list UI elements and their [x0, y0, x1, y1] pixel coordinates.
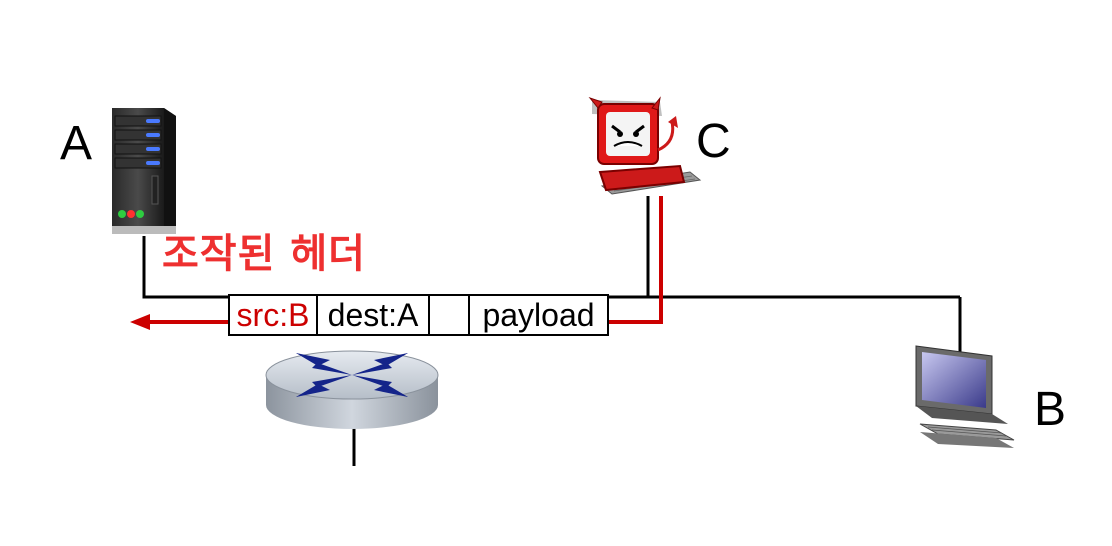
- attack-line: [609, 196, 663, 324]
- node-label-a: A: [60, 117, 93, 170]
- attack-arrowhead: [130, 314, 150, 330]
- node-label-c: C: [696, 115, 731, 168]
- packet-src-text: src:B: [236, 296, 310, 333]
- spoofed-header-annotation: 조작된 헤더: [162, 231, 366, 277]
- packet-field-empty: [430, 296, 470, 334]
- packet-field-src: src:B: [230, 296, 318, 334]
- devil-computer-icon: [588, 96, 702, 195]
- router-icon: [265, 350, 439, 429]
- network-links: [142, 196, 962, 466]
- link-a: [142, 236, 230, 299]
- packet: src:B dest:A payload: [228, 294, 609, 336]
- attack-path: [148, 196, 663, 324]
- laptop-icon: [915, 345, 1015, 448]
- node-label-b: B: [1034, 383, 1067, 436]
- server-icon: [112, 108, 176, 234]
- packet-field-dest: dest:A: [318, 296, 430, 334]
- packet-field-payload: payload: [482, 296, 595, 333]
